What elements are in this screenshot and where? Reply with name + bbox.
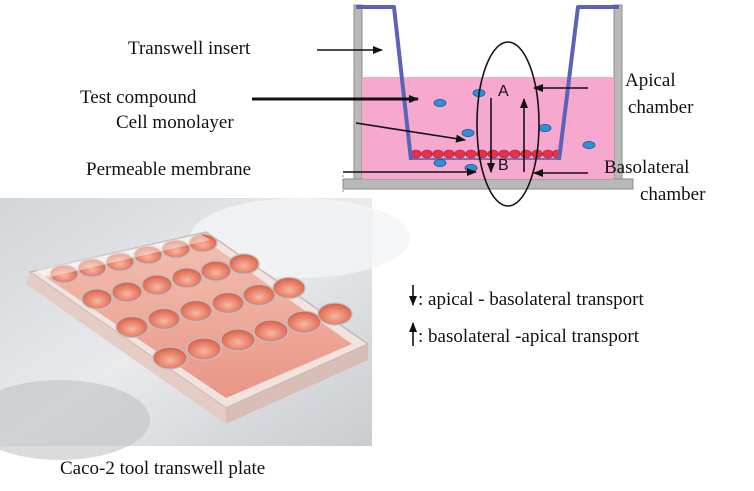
label-permeable-membrane: Permeable membrane xyxy=(86,159,252,180)
label-transwell-insert: Transwell insert xyxy=(128,38,251,59)
insert-right-wall xyxy=(557,5,619,161)
arrow-cell-monolayer xyxy=(355,122,466,143)
label-apical-line2: chamber xyxy=(628,97,694,118)
plate-wells xyxy=(49,233,353,370)
label-letter-a: A xyxy=(498,83,509,100)
legend-up-text: : basolateral -apical transport xyxy=(418,326,640,347)
legend-down-text: : apical - basolateral transport xyxy=(418,289,644,310)
culture-medium xyxy=(362,77,614,179)
label-basolateral-line1: Basolateral xyxy=(604,157,690,178)
well-right-wall xyxy=(613,4,623,183)
photo-caption: Caco-2 tool transwell plate xyxy=(60,458,266,479)
label-letter-b: B xyxy=(498,157,509,174)
label-cell-monolayer: Cell monolayer xyxy=(116,112,234,133)
transport-oval xyxy=(476,41,540,207)
transwell-schematic xyxy=(342,4,634,207)
label-test-compound: Test compound xyxy=(80,87,197,108)
label-apical-line1: Apical xyxy=(625,70,676,91)
insert-left-wall xyxy=(356,5,413,161)
label-basolateral-line2: chamber xyxy=(640,184,706,205)
well-left-wall xyxy=(353,4,363,183)
transwell-plate-photo xyxy=(0,198,410,460)
